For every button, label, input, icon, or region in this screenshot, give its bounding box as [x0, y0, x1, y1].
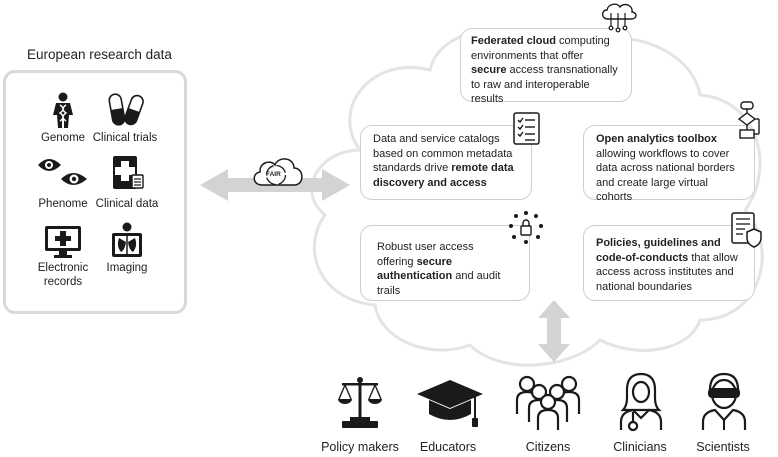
card-policies-bold-1: Policies, guidelines and code-of-conduct… [596, 237, 721, 264]
source-label-imaging: Imaging [106, 262, 148, 274]
card-federated-text-1: computing environments that offer [471, 35, 610, 62]
audience-label-educators: Educators [419, 440, 477, 454]
card-catalogs-text-1: Data and service catalogs based on commo… [373, 133, 513, 174]
graduation-cap-icon [417, 380, 483, 427]
card-federated-text-2: access transnationally to raw and intero… [471, 64, 618, 105]
source-label-clinical-trials: Clinical trials [92, 132, 158, 144]
card-federated-cloud: Federated cloud computing environments t… [460, 28, 632, 105]
card-data-catalogs: Data and service catalogs based on commo… [360, 125, 532, 200]
scales-icon [338, 377, 382, 428]
clinical-file-icon [113, 156, 144, 189]
card-access-bold-1: secure authentication [377, 255, 453, 283]
source-label-electronic-records: Electronic records [37, 262, 89, 288]
left-panel-title: European research data [27, 47, 172, 62]
card-federated-bold-1: Federated cloud [471, 35, 556, 47]
checklist-icon [513, 112, 540, 145]
monitor-cross-icon [45, 226, 81, 258]
card-access-text-1: Robust user access offering [377, 241, 474, 268]
audience-label-policy-makers: Policy makers [321, 440, 399, 454]
pills-icon [108, 93, 144, 126]
secure-lock-stars-icon [509, 211, 543, 244]
audience-label-scientists: Scientists [696, 440, 750, 454]
fair-cycle-arrows-icon [265, 164, 287, 186]
eyes-icon [38, 159, 87, 185]
card-analytics-text-1: allowing workflows to cover data across … [596, 147, 735, 204]
policy-document-shield-icon [731, 212, 762, 248]
cloud-network-icon [601, 3, 637, 33]
card-access-text-2: and audit trails [377, 270, 501, 297]
people-group-icon [515, 375, 581, 430]
fair-label: FAIR [266, 171, 281, 178]
card-policies: Policies, guidelines and code-of-conduct… [583, 225, 755, 301]
source-label-clinical-data: Clinical data [95, 198, 159, 210]
audience-label-citizens: Citizens [525, 440, 571, 454]
fair-cloud-icon [253, 158, 303, 186]
card-catalogs-bold-1: remote data discovery and access [373, 162, 514, 189]
research-data-panel [3, 70, 187, 314]
source-label-phenome: Phenome [38, 198, 88, 210]
card-user-access: Robust user access offering secure authe… [360, 225, 530, 301]
card-analytics-bold-1: Open analytics toolbox [596, 133, 718, 145]
audience-label-clinicians: Clinicians [613, 440, 667, 454]
scientist-icon [701, 372, 747, 430]
genome-icon [53, 92, 73, 128]
card-federated-bold-2: secure [471, 64, 507, 76]
clinician-icon [619, 372, 663, 432]
flowchart-icon [737, 101, 760, 139]
xray-icon [112, 222, 142, 257]
card-policies-text-1: that allow access across institutes and … [596, 251, 738, 293]
card-analytics-toolbox: Open analytics toolbox allowing workflow… [583, 125, 755, 203]
vertical-double-arrow [538, 300, 570, 362]
source-label-genome: Genome [40, 132, 86, 144]
